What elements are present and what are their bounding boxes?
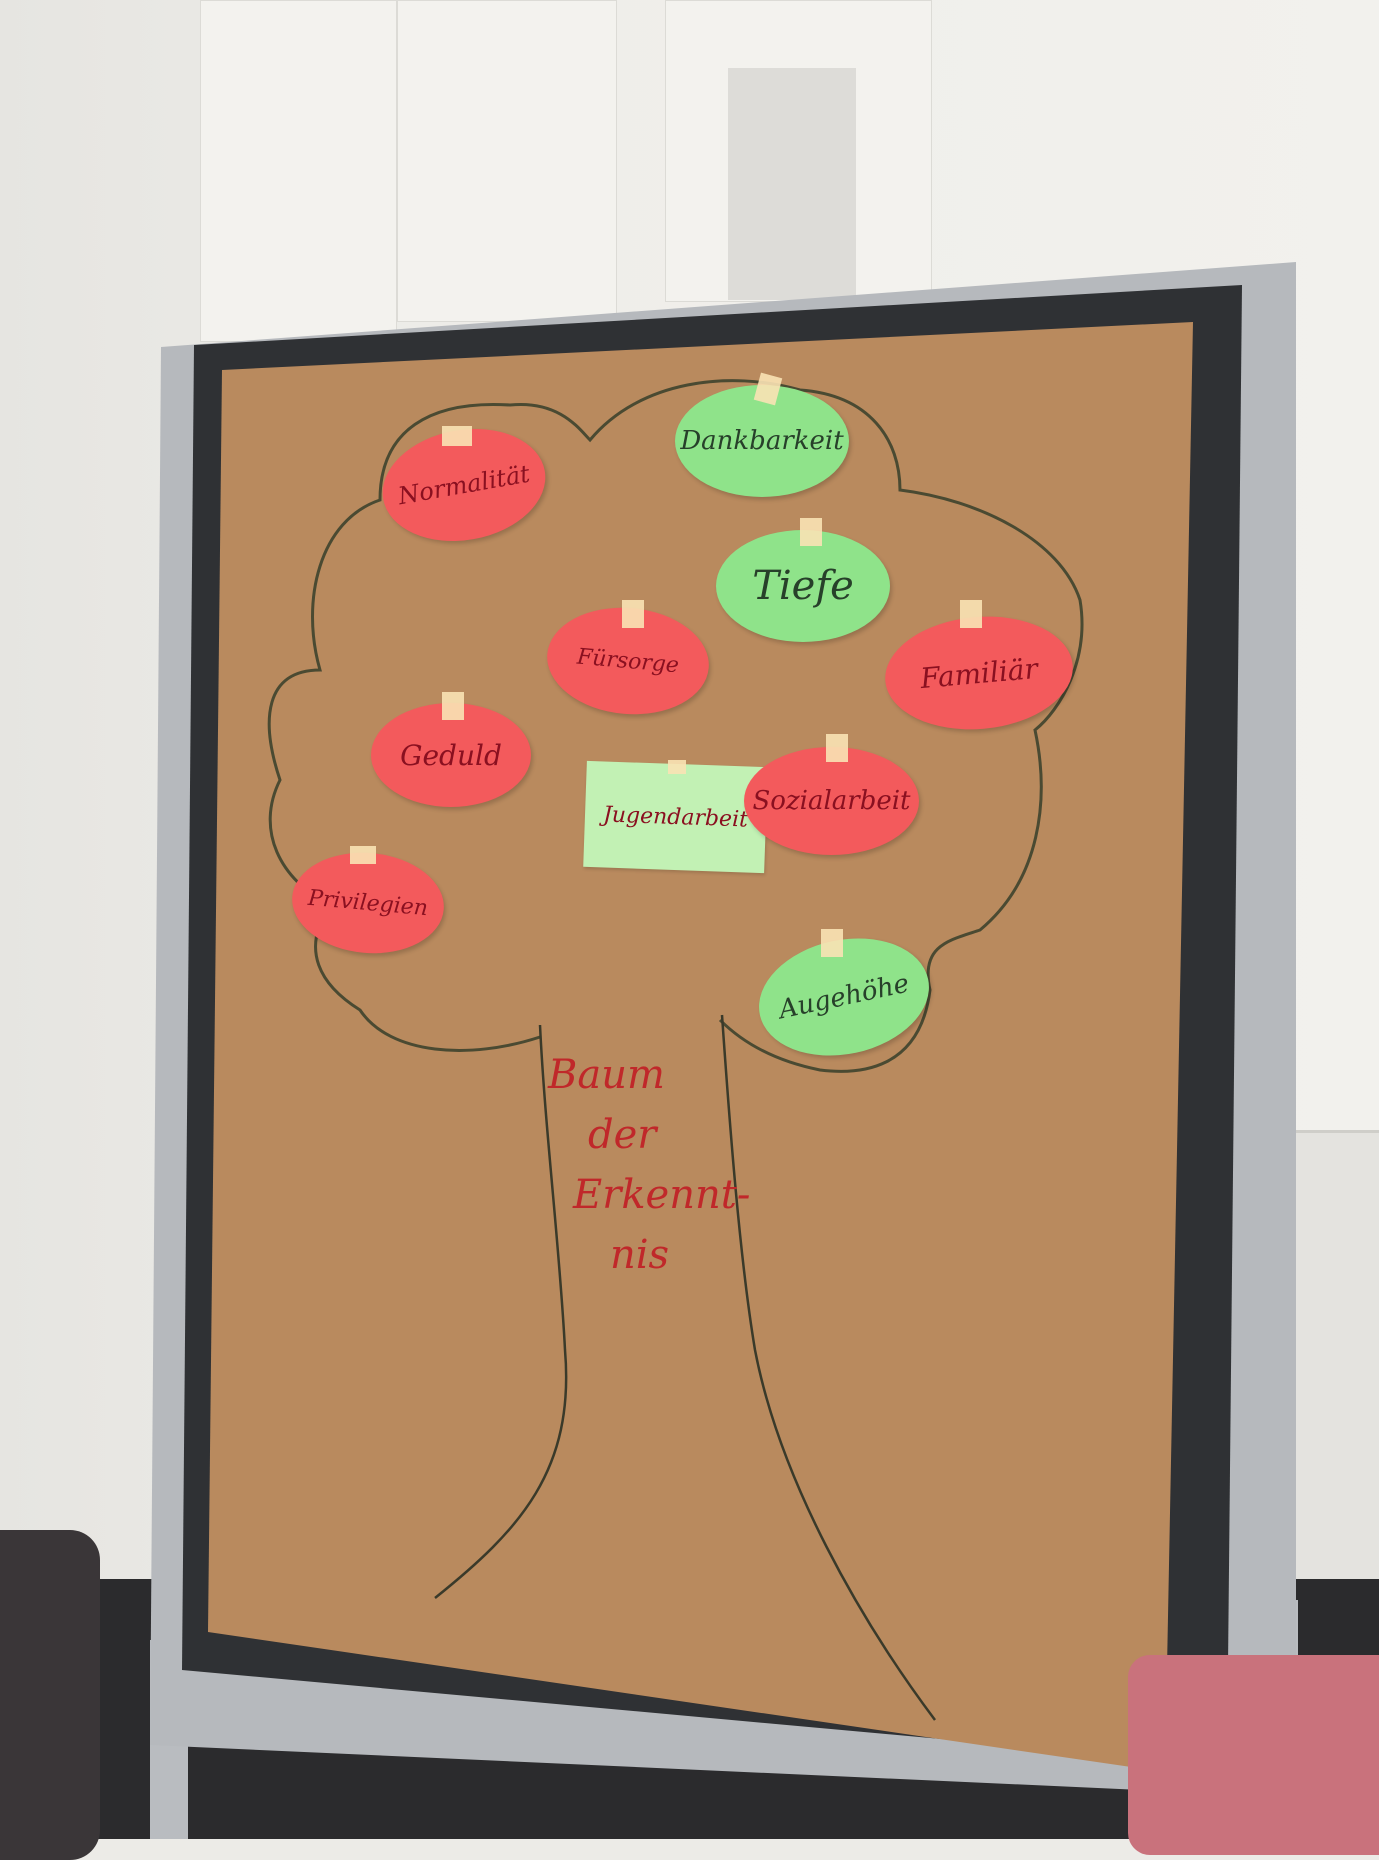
red-apple: Geduld xyxy=(371,703,531,807)
tape xyxy=(800,518,822,546)
tape xyxy=(960,600,982,628)
tape xyxy=(821,929,843,957)
green-note: Jugendarbeit xyxy=(583,760,768,874)
tree-crown-outline xyxy=(267,379,1084,1073)
trunk-title-line: Erkennt- xyxy=(573,1172,751,1218)
tape xyxy=(442,692,464,720)
trunk-title: Baum der Erkennt- nis xyxy=(548,1045,751,1285)
chair-cushion xyxy=(1128,1655,1379,1855)
wall-vent xyxy=(728,68,856,300)
trunk-title-line: nis xyxy=(610,1232,670,1278)
tree-trunk-left xyxy=(434,1024,568,1599)
green-apple: Dankbarkeit xyxy=(675,385,849,497)
tape xyxy=(622,600,644,628)
wall-panel xyxy=(200,0,397,342)
red-apple: Sozialarbeit xyxy=(744,747,919,855)
trunk-title-line: der xyxy=(588,1112,657,1158)
trunk-title-line: Baum xyxy=(548,1052,665,1098)
chair xyxy=(0,1530,100,1860)
tape xyxy=(350,846,376,864)
tree-trunk-right xyxy=(720,1014,937,1721)
green-apple: Tiefe xyxy=(716,530,890,642)
tape xyxy=(826,734,848,762)
tape xyxy=(668,760,686,774)
tape xyxy=(442,426,472,446)
